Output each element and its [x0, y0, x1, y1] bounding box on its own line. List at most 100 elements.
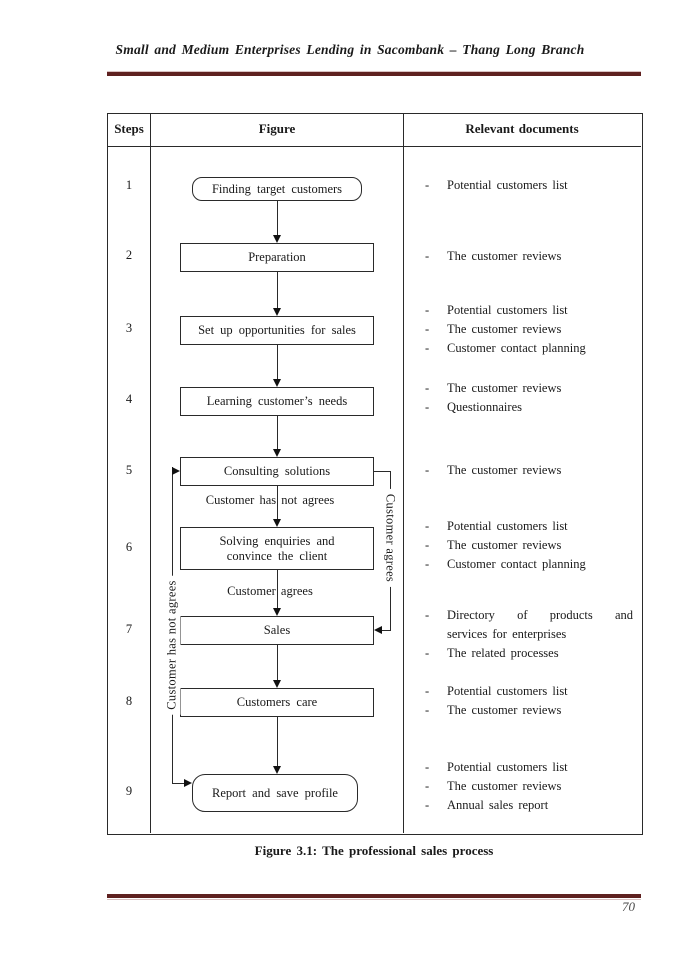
doc-bullet: - — [425, 538, 430, 552]
column-divider-steps — [150, 113, 151, 833]
doc-item: -Potential customers list — [420, 682, 636, 701]
doc-item: -Customer contact planning — [420, 555, 636, 574]
flow-box-consulting-solutions: Consulting solutions — [180, 457, 374, 486]
doc-item: -The customer reviews — [420, 701, 636, 720]
arrowhead-right-icon — [184, 779, 192, 787]
flow-arrow-2-3 — [277, 272, 278, 308]
flow-arrow-8-9 — [277, 717, 278, 766]
loop-line-left-bottom — [172, 783, 184, 784]
doc-item: -The customer reviews — [420, 536, 636, 555]
doc-bullet: - — [425, 322, 430, 336]
doc-bullet: - — [425, 703, 430, 717]
doc-item: -Questionnaires — [420, 398, 636, 417]
doc-list-step-3: -Potential customers list -The customer … — [420, 301, 636, 358]
doc-bullet: - — [425, 646, 430, 660]
flow-arrow-3-4 — [277, 345, 278, 379]
flow-arrow-6-7 — [277, 570, 278, 608]
step-number-9: 9 — [125, 784, 133, 798]
doc-bullet: - — [425, 519, 430, 533]
figure-caption: Figure 3.1: The professional sales proce… — [254, 843, 494, 858]
step-number-5: 5 — [125, 463, 133, 477]
doc-list-step-7: -Directory of products and services for … — [420, 606, 636, 663]
doc-bullet: - — [425, 760, 430, 774]
doc-item: -The customer reviews — [420, 461, 636, 480]
flow-box-set-up-opportunities: Set up opportunities for sales — [180, 316, 374, 345]
step-number-1: 1 — [125, 178, 133, 192]
doc-bullet: - — [425, 303, 430, 317]
loop-line-right-bottom — [382, 630, 391, 631]
step-number-6: 6 — [125, 540, 133, 554]
flow-arrow-7-8 — [277, 645, 278, 680]
flow-box-learning-needs: Learning customer’s needs — [180, 387, 374, 416]
doc-list-step-1: -Potential customers list — [420, 176, 636, 195]
doc-item: -The customer reviews — [420, 320, 636, 339]
step-number-3: 3 — [125, 321, 133, 335]
doc-bullet: - — [425, 463, 430, 477]
arrowhead-down-icon — [273, 308, 281, 316]
flow-label-not-agree-left: Customer has not agrees — [163, 575, 181, 715]
flow-label-not-agree-mid: Customer has not agrees — [205, 493, 335, 507]
arrowhead-down-icon — [273, 680, 281, 688]
flow-box-preparation: Preparation — [180, 243, 374, 272]
flow-arrow-5-6 — [277, 486, 278, 519]
doc-bullet: - — [425, 684, 430, 698]
doc-bullet: - — [425, 178, 430, 192]
column-header-steps: Steps — [114, 121, 144, 136]
header-row-separator — [107, 146, 641, 147]
flow-arrow-4-5 — [277, 416, 278, 449]
flow-box-finding-target-customers: Finding target customers — [192, 177, 362, 201]
doc-bullet: - — [425, 381, 430, 395]
loop-line-right-top — [374, 471, 391, 472]
column-divider-figure — [403, 113, 404, 833]
doc-list-step-2: -The customer reviews — [420, 247, 636, 266]
arrowhead-left-icon — [374, 626, 382, 634]
page-number: 70 — [622, 899, 635, 914]
flow-box-sales: Sales — [180, 616, 374, 645]
doc-list-step-4: -The customer reviews -Questionnaires — [420, 379, 636, 417]
column-header-documents: Relevant documents — [465, 121, 579, 136]
doc-list-step-9: -Potential customers list -The customer … — [420, 758, 636, 815]
arrowhead-down-icon — [273, 519, 281, 527]
arrowhead-down-icon — [273, 235, 281, 243]
doc-bullet: - — [425, 608, 430, 622]
column-header-figure: Figure — [258, 121, 296, 136]
page-title: Small and Medium Enterprises Lending in … — [115, 42, 585, 57]
step-number-2: 2 — [125, 248, 133, 262]
doc-item: -Potential customers list — [420, 176, 636, 195]
doc-bullet: - — [425, 341, 430, 355]
flow-box-report-save-profile: Report and save profile — [192, 774, 358, 812]
doc-item: -Customer contact planning — [420, 339, 636, 358]
doc-list-step-5: -The customer reviews — [420, 461, 636, 480]
doc-item: -Directory of products and services for … — [420, 606, 636, 644]
doc-item: -Annual sales report — [420, 796, 636, 815]
arrowhead-down-icon — [273, 449, 281, 457]
doc-bullet: - — [425, 557, 430, 571]
flow-arrow-1-2 — [277, 201, 278, 235]
doc-bullet: - — [425, 798, 430, 812]
doc-bullet: - — [425, 249, 430, 263]
doc-item: -Potential customers list — [420, 758, 636, 777]
flow-box-customers-care: Customers care — [180, 688, 374, 717]
arrowhead-right-icon — [172, 467, 180, 475]
doc-bullet: - — [425, 400, 430, 414]
doc-bullet: - — [425, 779, 430, 793]
arrowhead-down-icon — [273, 766, 281, 774]
process-table — [107, 113, 643, 835]
doc-list-step-6: -Potential customers list -The customer … — [420, 517, 636, 574]
arrowhead-down-icon — [273, 379, 281, 387]
step-number-8: 8 — [125, 694, 133, 708]
step-number-4: 4 — [125, 392, 133, 406]
doc-item: -Potential customers list — [420, 301, 636, 320]
flow-label-agree-right: Customer agrees — [381, 488, 399, 588]
doc-item: -Potential customers list — [420, 517, 636, 536]
arrowhead-down-icon — [273, 608, 281, 616]
doc-list-step-8: -Potential customers list -The customer … — [420, 682, 636, 720]
flow-label-agree-mid: Customer agrees — [227, 584, 313, 598]
doc-item: -The customer reviews — [420, 379, 636, 398]
step-number-7: 7 — [125, 622, 133, 636]
doc-item: -The customer reviews — [420, 247, 636, 266]
doc-item: -The related processes — [420, 644, 636, 663]
doc-item: -The customer reviews — [420, 777, 636, 796]
flow-box-solving-enquiries: Solving enquiries and convince the clien… — [180, 527, 374, 570]
